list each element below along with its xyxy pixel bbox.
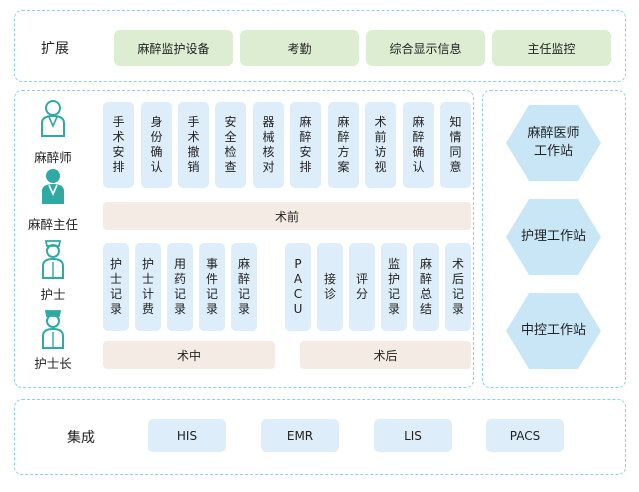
postop-item-monitor-record[interactable]: 监护记录 (381, 243, 407, 331)
extend-panel (14, 10, 626, 82)
integration-label: 集成 (67, 430, 95, 446)
hexagon-shape (506, 199, 601, 275)
workstation-nursing-label: 护理工作站 (520, 229, 586, 244)
nurse-icon (38, 236, 68, 280)
extend-label: 扩展 (41, 41, 69, 57)
postop-item-reception[interactable]: 接诊 (317, 243, 343, 331)
intraop-item-event-record[interactable]: 事件记录 (199, 243, 225, 331)
extend-item-attendance[interactable]: 考勤 (240, 30, 359, 66)
preop-item-anesthesia-confirm[interactable]: 麻醉确认 (403, 102, 434, 188)
extend-item-anesthesia-monitor[interactable]: 麻醉监护设备 (114, 30, 233, 66)
hexagon-shape (506, 105, 601, 181)
workstation-nursing[interactable]: 护理工作站 (505, 198, 602, 276)
preop-item-surgery-cancel[interactable]: 手术撤销 (178, 102, 209, 188)
intraop-item-nurse-record[interactable]: 护士记录 (103, 243, 129, 331)
workstation-anesthesiologist[interactable]: 麻醉医师 工作站 (505, 104, 602, 182)
workstation-central-control[interactable]: 中控工作站 (505, 292, 602, 370)
integration-item-emr[interactable]: EMR (261, 419, 339, 452)
preop-item-safety-check[interactable]: 安全检查 (215, 102, 246, 188)
anesthesia-director-icon (38, 166, 68, 206)
integration-item-his[interactable]: HIS (148, 419, 226, 452)
preop-item-preop-visit[interactable]: 术前访视 (365, 102, 396, 188)
integration-item-lis[interactable]: LIS (374, 419, 452, 452)
preop-bar: 术前 (103, 202, 471, 230)
role-nurse: 护士 (40, 287, 66, 302)
postop-item-scoring[interactable]: 评分 (349, 243, 375, 331)
integration-panel (14, 399, 626, 475)
workstation-panel (482, 90, 626, 388)
preop-item-anesthesia-schedule[interactable]: 麻醉安排 (290, 102, 321, 188)
postop-item-anesthesia-summary[interactable]: 麻醉总结 (413, 243, 439, 331)
postop-item-pacu[interactable]: PACU (285, 243, 311, 331)
intraop-item-nurse-billing[interactable]: 护士计费 (135, 243, 161, 331)
intraop-item-medication-record[interactable]: 用药记录 (167, 243, 193, 331)
preop-item-surgery-schedule[interactable]: 手术安排 (103, 102, 134, 188)
preop-item-anesthesia-plan[interactable]: 麻醉方案 (328, 102, 359, 188)
postop-item-postop-record[interactable]: 术后记录 (445, 243, 471, 331)
postop-bar: 术后 (300, 341, 471, 369)
role-head-nurse: 护士长 (34, 356, 72, 371)
role-anesthetist: 麻醉师 (34, 150, 72, 165)
head-nurse-icon (38, 306, 68, 350)
anesthetist-icon (38, 98, 68, 138)
intraop-bar: 术中 (103, 341, 275, 369)
preop-item-instrument-check[interactable]: 器械核对 (253, 102, 284, 188)
preop-item-identity-confirm[interactable]: 身份确认 (141, 102, 172, 188)
intraop-item-anesthesia-record[interactable]: 麻醉记录 (231, 243, 257, 331)
extend-item-director-monitor[interactable]: 主任监控 (492, 30, 611, 66)
workstation-anesthesiologist-line1: 麻醉医师 (527, 126, 580, 141)
workstation-central-control-label: 中控工作站 (520, 323, 586, 338)
role-anesthesia-director: 麻醉主任 (27, 217, 78, 232)
workstation-anesthesiologist-line2: 工作站 (533, 144, 573, 159)
integration-item-pacs[interactable]: PACS (486, 419, 564, 452)
process-panel (14, 90, 474, 388)
hexagon-shape (506, 293, 601, 369)
extend-item-display-info[interactable]: 综合显示信息 (366, 30, 485, 66)
preop-item-informed-consent[interactable]: 知情同意 (440, 102, 471, 188)
